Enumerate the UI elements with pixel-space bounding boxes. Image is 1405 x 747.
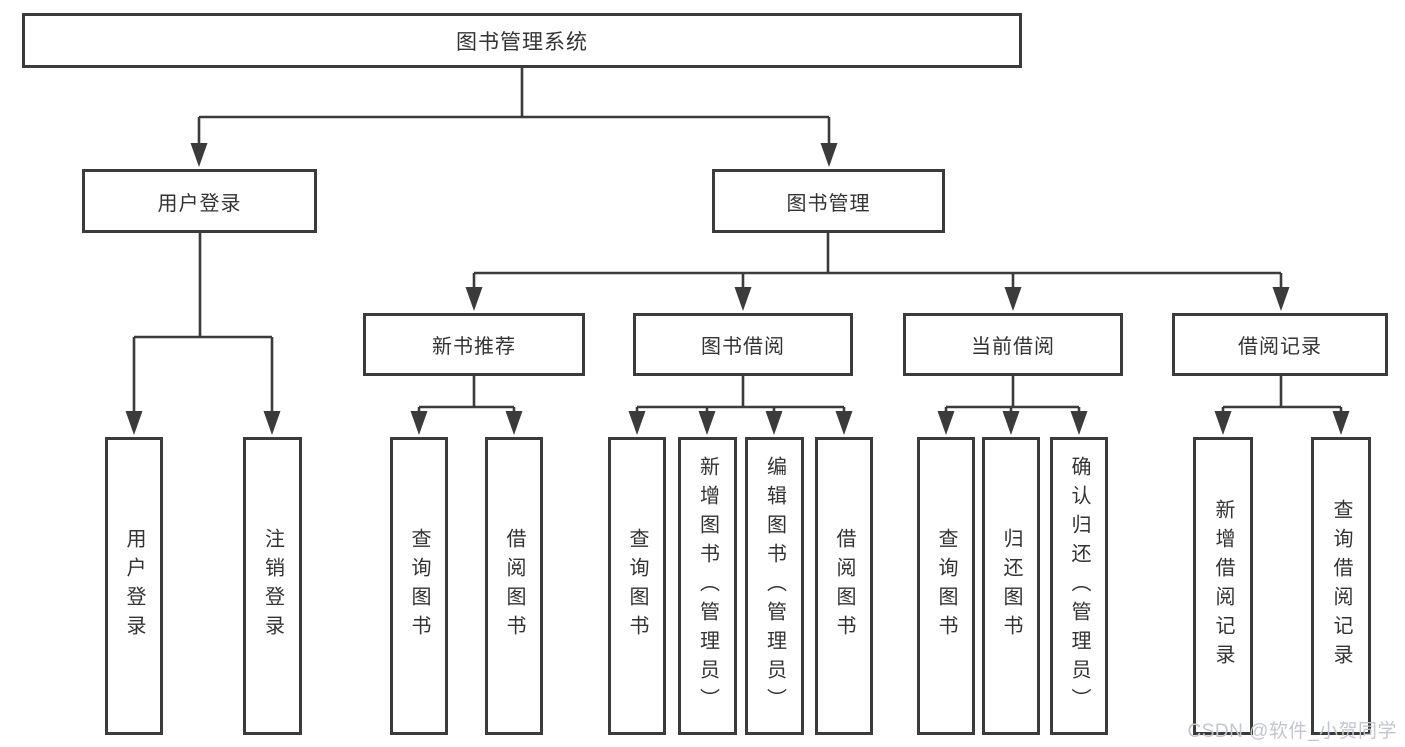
node-label: 归还图书 (1000, 528, 1022, 644)
leaf-add-borrow-record: 新增借阅记录 (1193, 437, 1253, 735)
node-label: 确认归还（管理员） (1068, 455, 1090, 717)
node-label: 用户登录 (123, 528, 145, 644)
leaf-add-books-admin: 新增图书（管理员） (678, 437, 737, 735)
node-label: 查询图书 (626, 528, 648, 644)
node-label: 新增借阅记录 (1212, 499, 1234, 673)
leaf-borrow-books: 借阅图书 (815, 437, 873, 735)
node-label: 新增图书（管理员） (696, 455, 719, 717)
leaf-query-books-borrow: 查询图书 (608, 437, 666, 735)
csdn-watermark: CSDN @软件_小贺同学 (1187, 721, 1397, 742)
node-label: 注销登录 (261, 528, 284, 644)
leaf-query-books-current: 查询图书 (917, 437, 975, 735)
node-label: 查询图书 (935, 528, 957, 644)
arrowheads (125, 143, 1350, 435)
leaf-confirm-return-admin: 确认归还（管理员） (1050, 437, 1108, 735)
node-label: 图书管理系统 (456, 30, 588, 54)
leaf-borrow-books-recommend: 借阅图书 (485, 437, 543, 735)
leaf-edit-books-admin: 编辑图书（管理员） (745, 437, 804, 735)
node-borrow-records: 借阅记录 (1172, 313, 1388, 376)
node-label: 当前借阅 (971, 336, 1055, 358)
node-label: 用户登录 (157, 192, 242, 215)
node-library-system: 图书管理系统 (22, 13, 1022, 68)
node-label: 编辑图书（管理员） (763, 455, 786, 717)
node-book-borrow: 图书借阅 (633, 313, 853, 376)
leaf-logout: 注销登录 (243, 437, 302, 735)
node-label: 借阅图书 (833, 528, 855, 644)
leaf-query-books-recommend: 查询图书 (390, 437, 448, 735)
node-label: 查询图书 (408, 528, 430, 644)
leaf-query-borrow-record: 查询借阅记录 (1311, 437, 1371, 735)
node-label: 图书管理 (786, 192, 871, 215)
node-label: 新书推荐 (432, 336, 516, 358)
node-label: 图书借阅 (701, 336, 785, 358)
node-new-book-recommend: 新书推荐 (363, 313, 585, 376)
node-label: 借阅图书 (503, 528, 525, 644)
node-label: 借阅记录 (1238, 336, 1322, 358)
leaf-return-books: 归还图书 (982, 437, 1040, 735)
node-label: 查询借阅记录 (1330, 499, 1352, 673)
node-current-borrow: 当前借阅 (903, 313, 1123, 376)
node-book-management: 图书管理 (712, 169, 945, 233)
node-user-login: 用户登录 (82, 169, 317, 233)
leaf-user-login: 用户登录 (105, 437, 163, 735)
